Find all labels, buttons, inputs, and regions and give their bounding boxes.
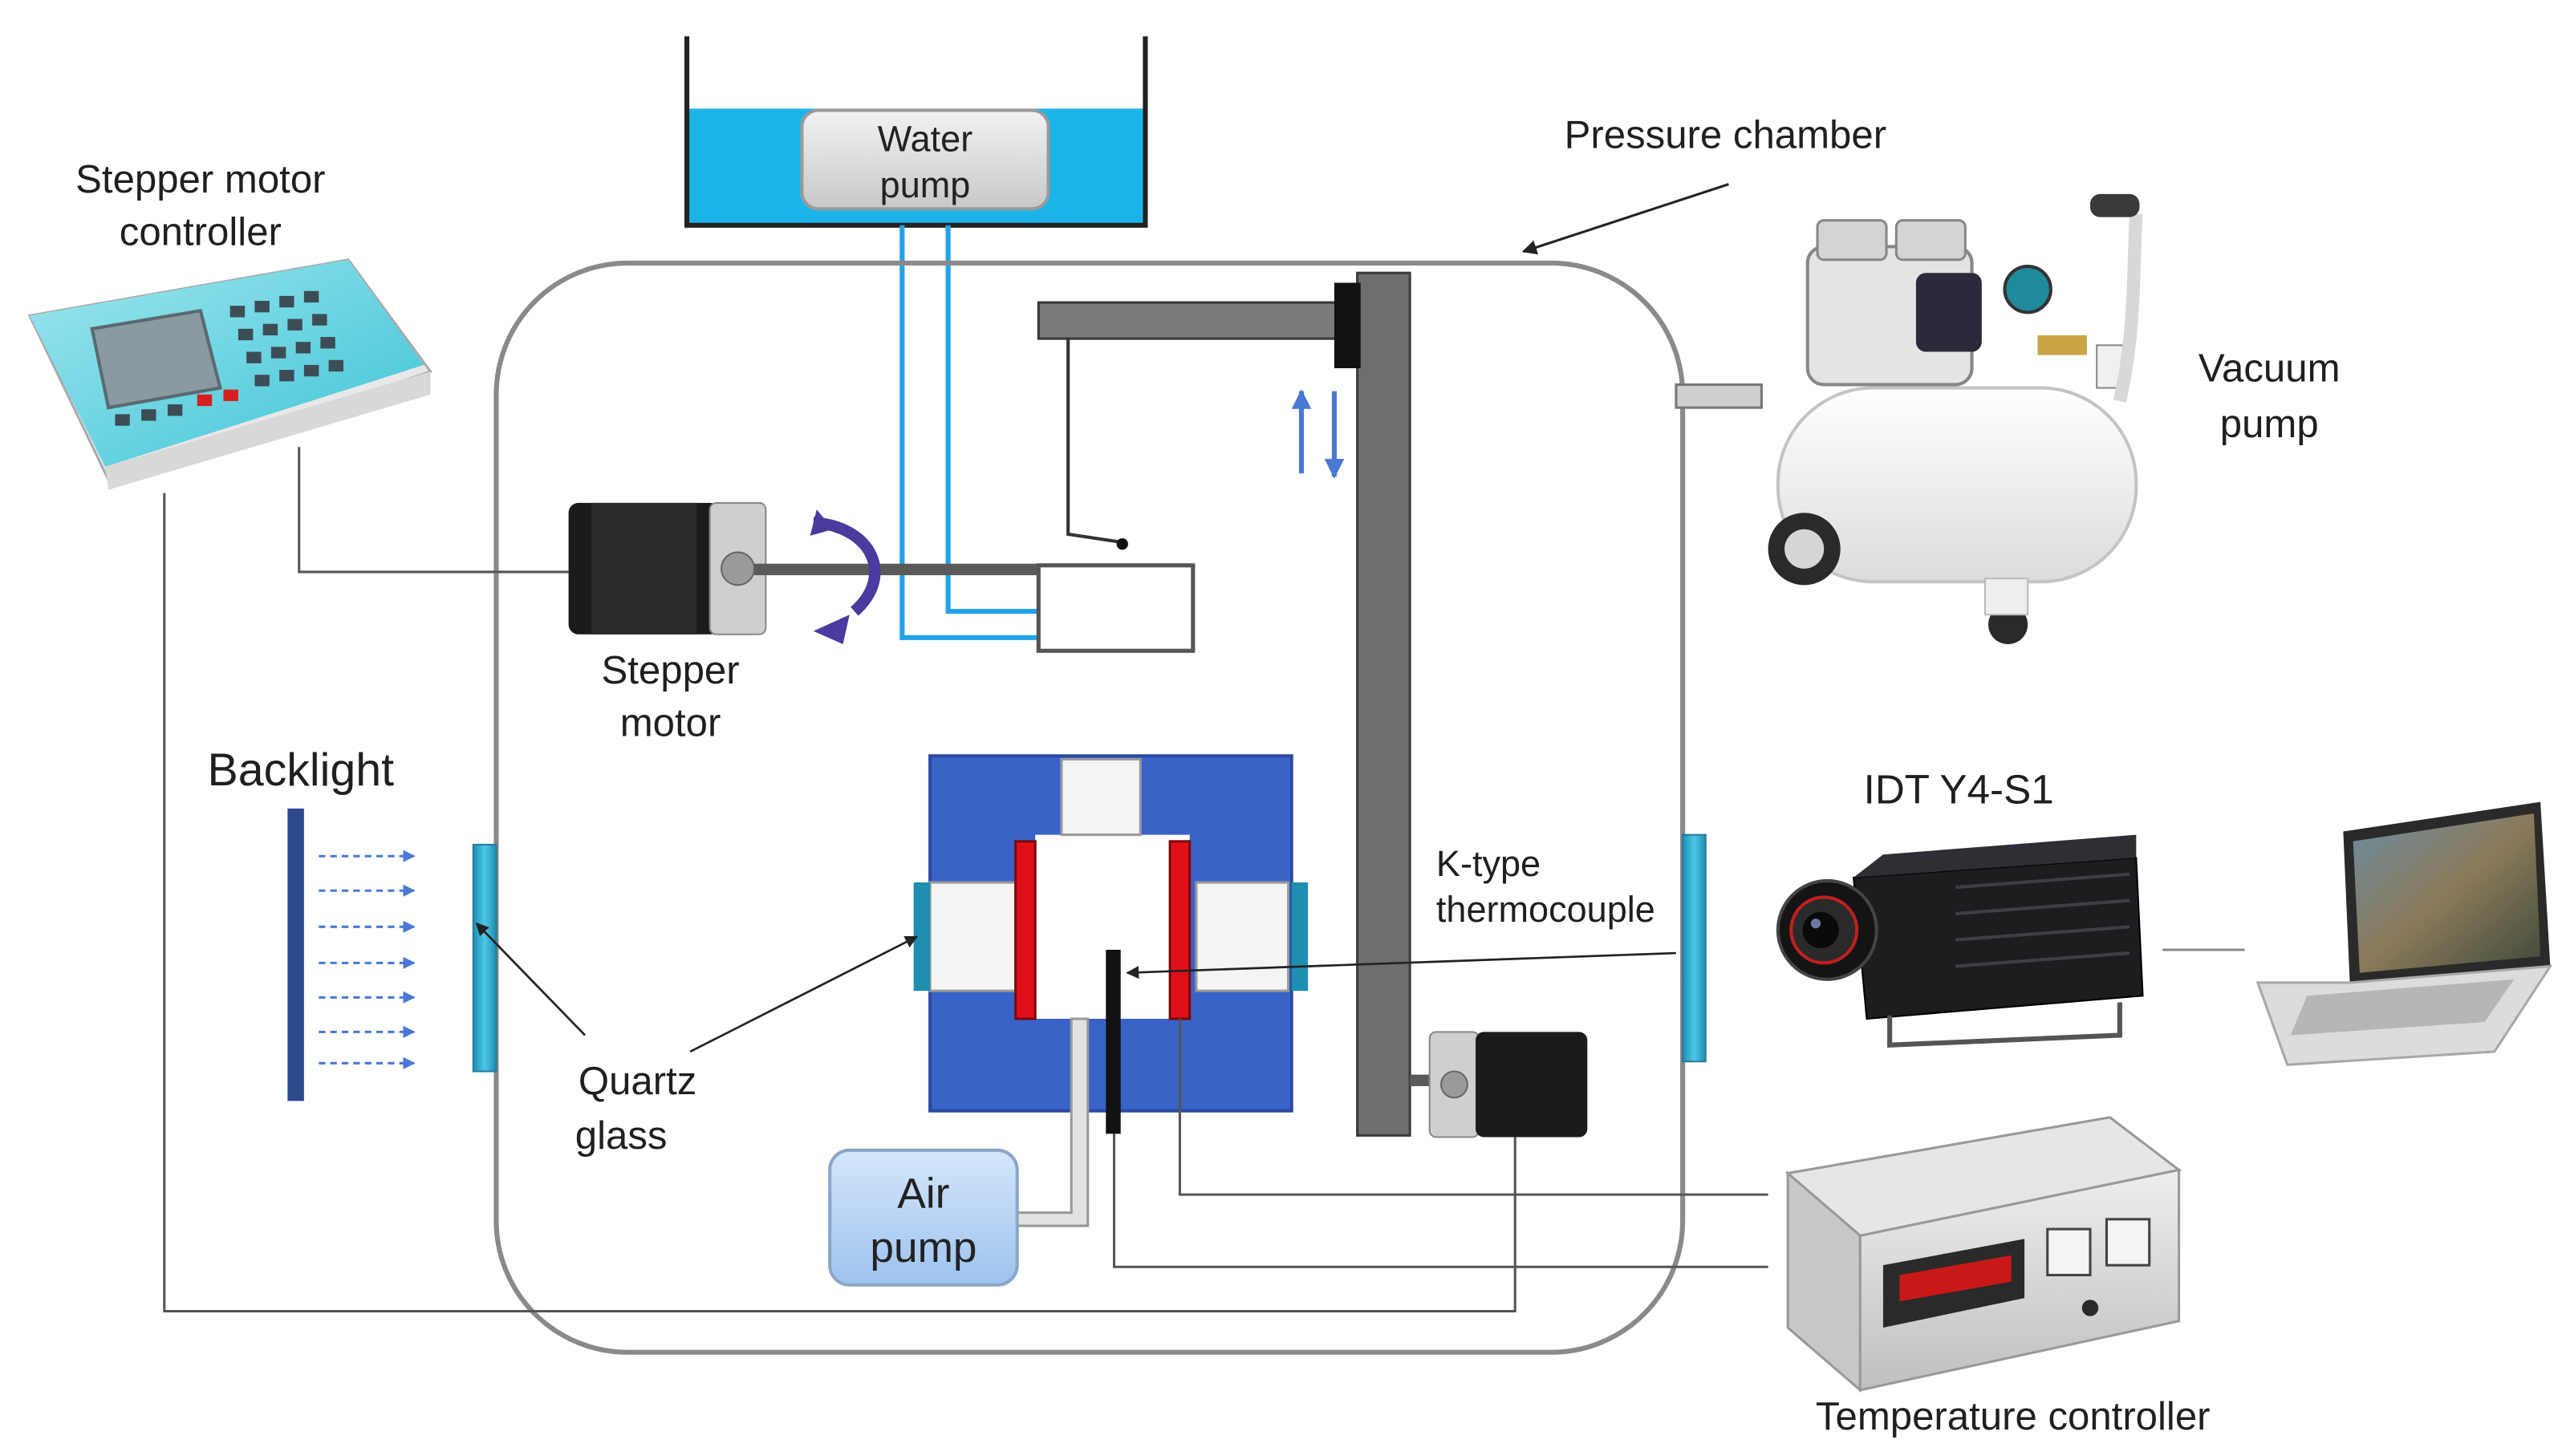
temperature-controller-label: Temperature controller bbox=[1816, 1395, 2211, 1438]
vertical-motion-arrows bbox=[1291, 389, 1345, 479]
stepper-motor-controller bbox=[27, 258, 433, 490]
vacuum-pump-label-1: Vacuum bbox=[2199, 347, 2341, 390]
thermocouple-pointer bbox=[1126, 951, 1676, 979]
air-pump: Air pump bbox=[828, 1148, 1019, 1287]
air-pump-label-2: pump bbox=[870, 1224, 976, 1271]
quartz-window-left bbox=[472, 843, 497, 1073]
thermocouple-label-2: thermocouple bbox=[1436, 889, 1655, 930]
quartz-pointer-furnace bbox=[689, 935, 919, 1053]
backlight-panel bbox=[287, 808, 304, 1101]
stepper-motor-upper bbox=[568, 501, 1037, 645]
temperature-wires bbox=[1112, 1018, 1768, 1268]
camera-label: IDT Y4-S1 bbox=[1864, 767, 2054, 813]
vacuum-pump-label-2: pump bbox=[2220, 403, 2319, 446]
laptop bbox=[2255, 801, 2553, 1066]
high-speed-camera bbox=[1776, 834, 2144, 1048]
pressure-chamber bbox=[493, 260, 1686, 1355]
sample-holder bbox=[1036, 563, 1196, 653]
thermocouple-label-1: K-type bbox=[1436, 843, 1541, 884]
lifting-rod bbox=[1037, 271, 1411, 1137]
backlight-rays bbox=[319, 850, 416, 1069]
water-pump-label-1: Water bbox=[878, 119, 972, 160]
quartz-glass-label-1: Quartz bbox=[579, 1060, 696, 1103]
quartz-pointer-left bbox=[475, 923, 587, 1036]
pressure-chamber-arrow bbox=[1521, 183, 1729, 255]
stepper-motor-lower bbox=[1410, 1031, 1588, 1138]
stepper-controller-label-1: Stepper motor bbox=[75, 158, 325, 201]
backlight-label: Backlight bbox=[207, 744, 394, 796]
vacuum-pump bbox=[1675, 193, 2143, 645]
quartz-glass-label-2: glass bbox=[575, 1114, 668, 1158]
air-pump-label-1: Air bbox=[897, 1170, 949, 1218]
stepper-controller-label-2: controller bbox=[120, 210, 282, 253]
thermocouple-probe bbox=[1106, 949, 1121, 1134]
pressure-chamber-label: Pressure chamber bbox=[1565, 114, 1886, 157]
temperature-controller bbox=[1784, 1116, 2182, 1393]
controller-wires bbox=[163, 447, 1516, 1313]
water-pipes bbox=[899, 225, 1039, 640]
stepper-motor-label-2: motor bbox=[620, 702, 721, 745]
water-pump-label-2: pump bbox=[880, 164, 971, 205]
stepper-motor-label-1: Stepper bbox=[602, 649, 740, 692]
quartz-window-right bbox=[1682, 833, 1707, 1063]
water-pump: Water pump bbox=[800, 108, 1050, 211]
